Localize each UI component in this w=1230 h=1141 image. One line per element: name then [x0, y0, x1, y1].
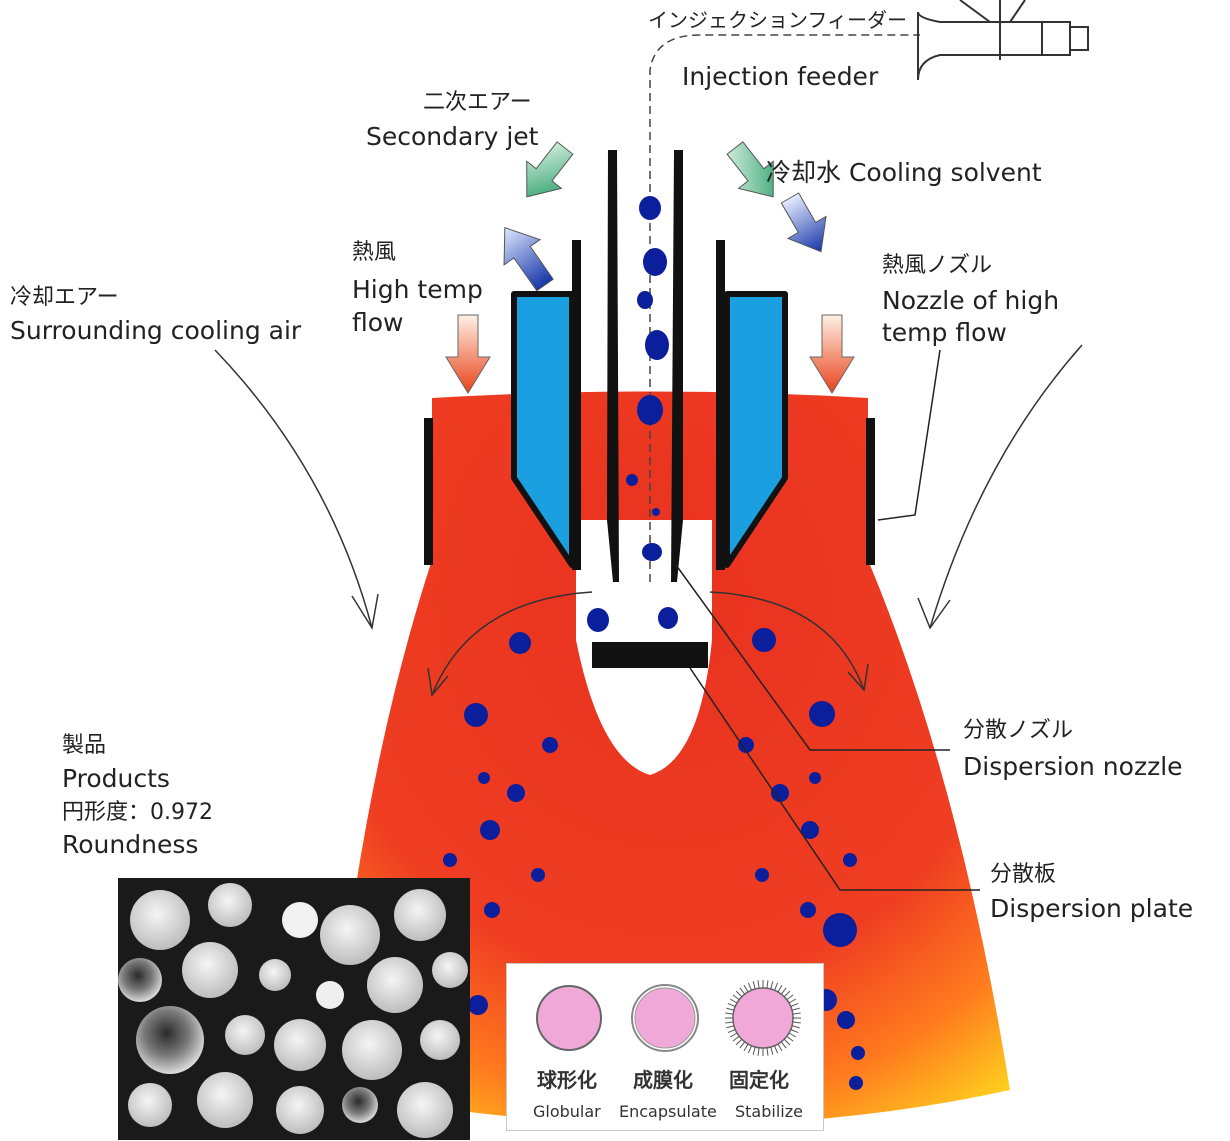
particle-legend: 球形化 成膜化 固定化 Globular Encapsulate Stabili… — [506, 963, 824, 1131]
legend-label-stabilize-ja: 固定化 — [729, 1068, 789, 1092]
injection-feeder-label-ja: インジェクションフィーダー — [648, 8, 907, 32]
outer-wall-right — [866, 418, 875, 565]
dispersion-plate — [592, 642, 708, 668]
encapsulated-particle-icon — [632, 985, 698, 1051]
globular-particle-icon — [537, 986, 601, 1050]
dispersion-nozzle-label-ja: 分散ノズル — [963, 718, 1073, 744]
roundness-label-en: Roundness — [62, 830, 198, 860]
hot-air-nozzle-label-en-2: temp flow — [882, 318, 1007, 348]
high-temp-flow-label-en-1: High temp — [352, 275, 483, 305]
legend-particles — [507, 970, 823, 1070]
injection-tube-left-wall — [607, 150, 619, 582]
hot-air-arrow-right — [810, 315, 854, 393]
hot-air-arrow-left — [446, 315, 490, 393]
exhaust-arrow — [487, 215, 563, 298]
dispersion-nozzle-label-en: Dispersion nozzle — [963, 752, 1183, 782]
stabilized-particle-icon — [725, 980, 801, 1056]
injection-feeder-device — [918, 0, 1088, 80]
roundness-label-ja: 円形度：0.972 — [62, 800, 213, 826]
cooling-solvent-arrow — [771, 187, 840, 263]
products-label-en: Products — [62, 764, 170, 794]
cooling-air-label-ja: 冷却エアー — [10, 285, 119, 311]
hot-air-nozzle-label-en-1: Nozzle of high — [882, 286, 1059, 316]
high-temp-flow-label-en-2: flow — [352, 308, 404, 338]
legend-label-encapsulate-ja: 成膜化 — [633, 1068, 693, 1092]
high-temp-flow-label-ja: 熱風 — [352, 240, 396, 266]
injection-tube-right-wall — [671, 150, 683, 582]
hot-air-nozzle-label-ja: 熱風ノズル — [882, 253, 992, 279]
dispersion-plate-label-en: Dispersion plate — [990, 894, 1193, 924]
secondary-jet-label-ja: 二次エアー — [423, 90, 532, 116]
legend-label-encapsulate-en: Encapsulate — [619, 1102, 717, 1121]
cooling-solvent-label: 冷却水 Cooling solvent — [766, 158, 1042, 188]
legend-label-globular-ja: 球形化 — [537, 1068, 597, 1092]
secondary-jet-label-en: Secondary jet — [366, 122, 538, 152]
injection-feeder-label-en: Injection feeder — [682, 62, 878, 92]
outer-wall-left — [424, 418, 433, 565]
legend-label-stabilize-en: Stabilize — [735, 1102, 803, 1121]
dispersion-plate-label-ja: 分散板 — [990, 862, 1056, 888]
products-label-ja: 製品 — [62, 733, 106, 759]
legend-label-globular-en: Globular — [533, 1102, 601, 1121]
product-sem-photo — [118, 878, 470, 1140]
cooling-air-label-en: Surrounding cooling air — [10, 316, 301, 346]
